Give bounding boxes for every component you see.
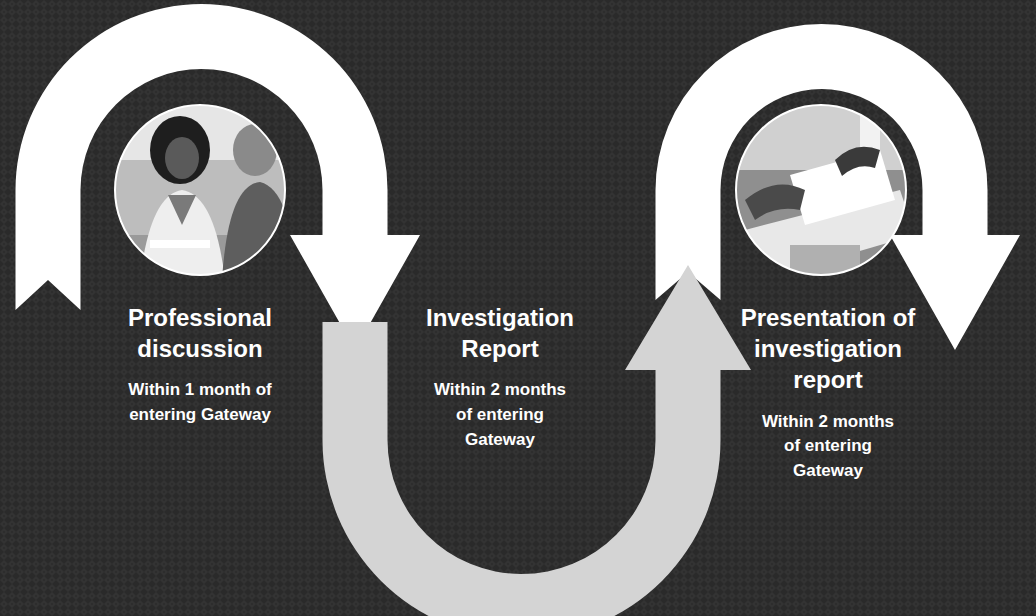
stage-deadline: Within 1 month of entering Gateway: [111, 378, 289, 427]
stage-text: Presentation of investigation reportWith…: [718, 302, 938, 483]
loop-arrow: [16, 4, 421, 350]
photo-frame: [736, 105, 906, 275]
stage-deadline: Within 2 months of entering Gateway: [756, 410, 901, 484]
stage-title: Professional discussion: [90, 302, 310, 364]
photo-meeting: [110, 100, 295, 285]
stage-title: Investigation Report: [410, 302, 590, 364]
stage-deadline: Within 2 months of entering Gateway: [428, 378, 573, 452]
photo-frame: [115, 105, 285, 275]
u-arrow: [323, 265, 752, 616]
photo-documents: [730, 100, 915, 280]
loop-arrow: [656, 24, 1021, 350]
stage-title: Presentation of investigation report: [718, 302, 938, 396]
stage-text: Investigation ReportWithin 2 months of e…: [410, 302, 590, 452]
stage-text: Professional discussionWithin 1 month of…: [90, 302, 310, 428]
